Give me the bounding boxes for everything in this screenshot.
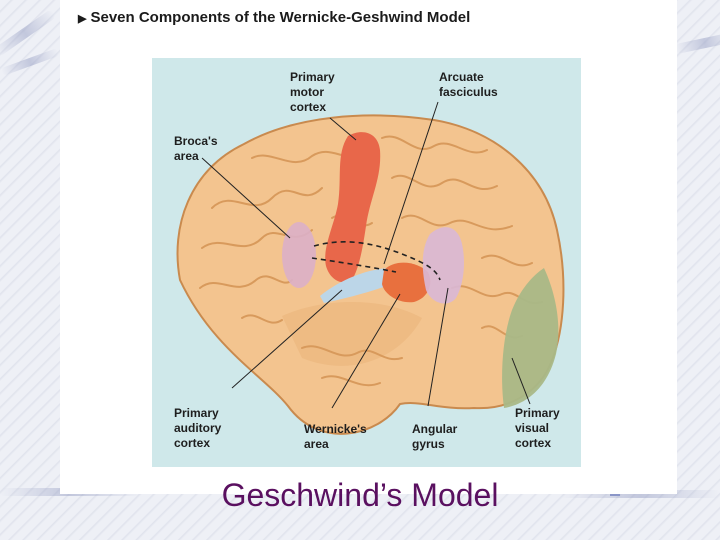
figure-heading-text: Seven Components of the Wernicke-Geshwin… bbox=[90, 9, 470, 26]
decorative-brush-stroke bbox=[675, 32, 720, 54]
slide-caption: Geschwind’s Model bbox=[0, 477, 720, 514]
triangle-bullet-icon: ▶ bbox=[78, 13, 86, 25]
figure-heading: ▶ Seven Components of the Wernicke-Geshwi… bbox=[78, 9, 470, 26]
label-primary-visual-cortex: Primary visual cortex bbox=[515, 406, 560, 451]
label-arcuate-fasciculus: Arcuate fasciculus bbox=[439, 70, 498, 100]
brain-diagram: Primary motor cortex Arcuate fasciculus … bbox=[152, 58, 581, 467]
angular-gyrus-region bbox=[423, 227, 464, 303]
label-angular-gyrus: Angular gyrus bbox=[412, 422, 457, 452]
brocas-area-region bbox=[282, 222, 316, 288]
label-primary-auditory-cortex: Primary auditory cortex bbox=[174, 406, 221, 451]
slide-figure-page: ▶ Seven Components of the Wernicke-Geshwi… bbox=[60, 0, 677, 494]
label-primary-motor-cortex: Primary motor cortex bbox=[290, 70, 335, 115]
label-brocas-area: Broca's area bbox=[174, 134, 218, 164]
label-wernickes-area: Wernicke's area bbox=[304, 422, 367, 452]
decorative-brush-stroke bbox=[0, 48, 59, 76]
